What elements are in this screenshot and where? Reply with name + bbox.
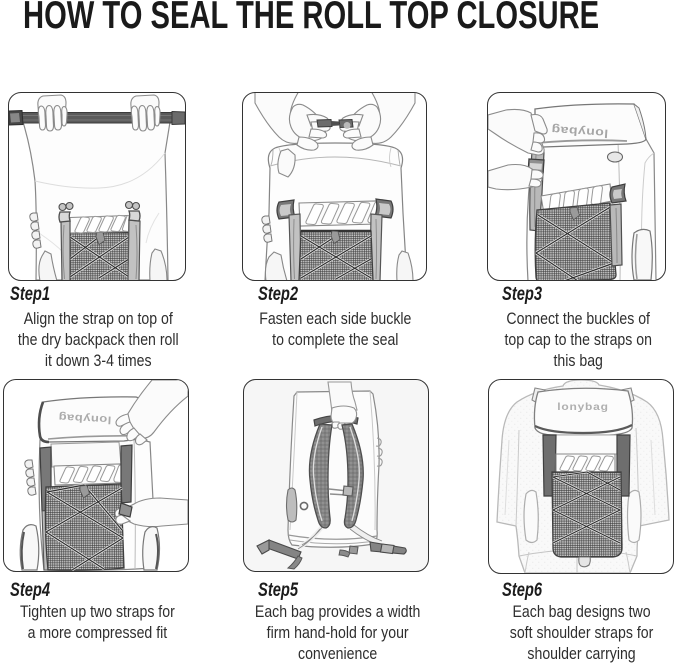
svg-text:lonybag: lonybag bbox=[557, 402, 609, 413]
svg-text:lonybag: lonybag bbox=[551, 123, 609, 140]
svg-text:lonybag: lonybag bbox=[58, 411, 112, 426]
